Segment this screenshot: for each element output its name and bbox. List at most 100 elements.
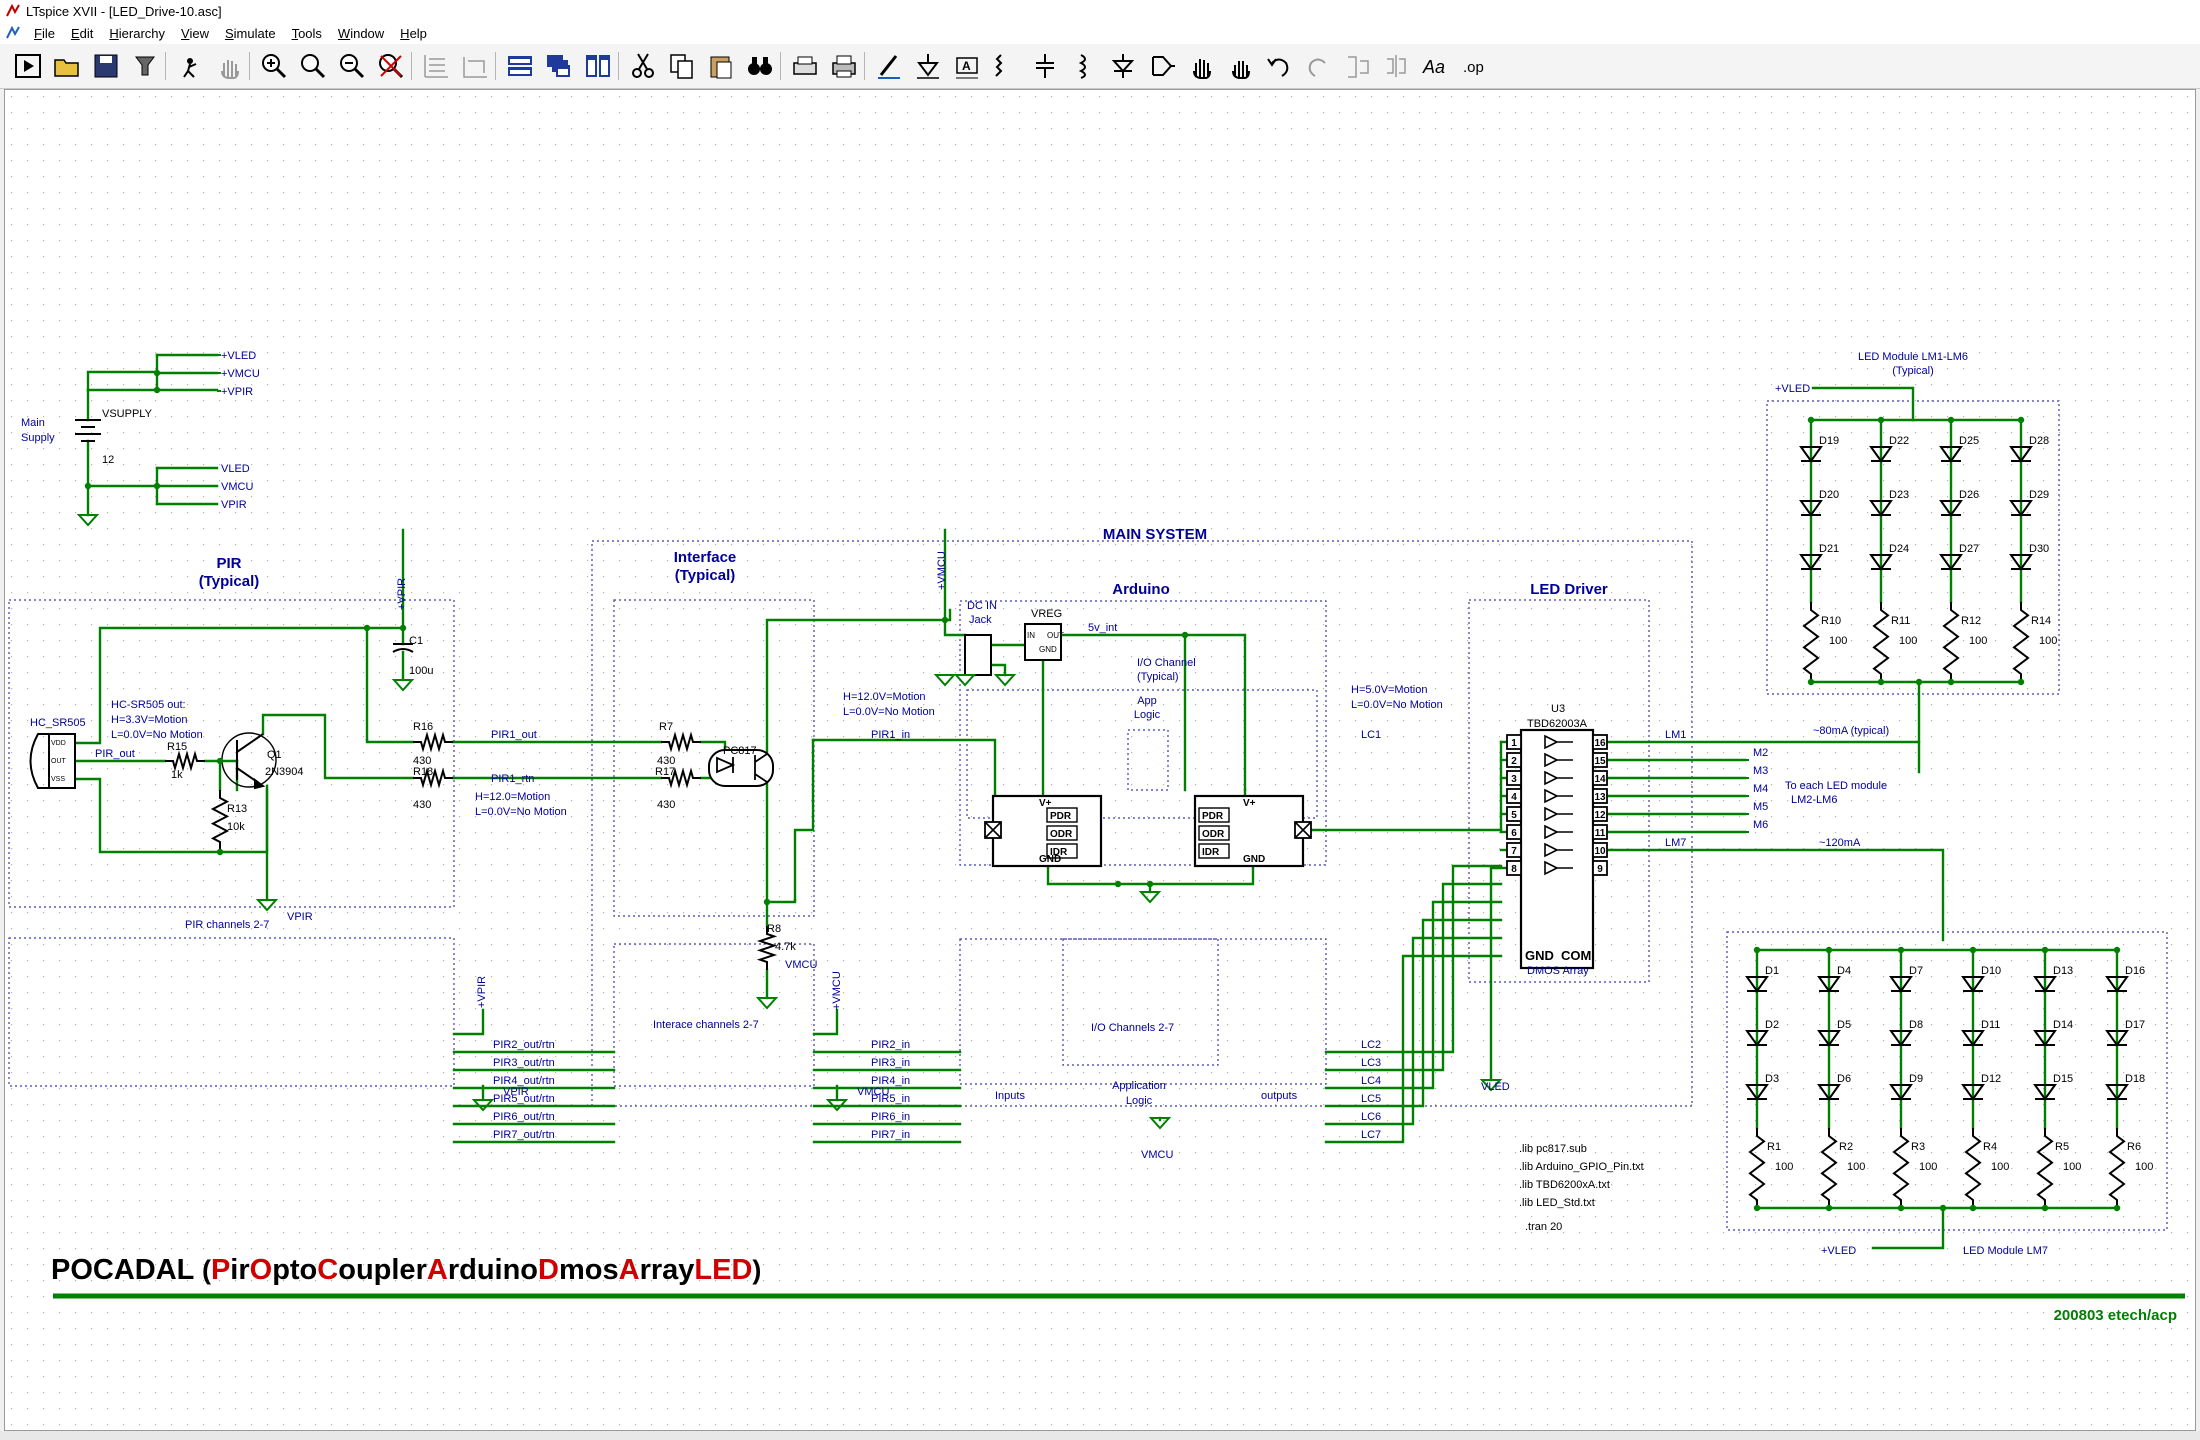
resistor-symbol[interactable] — [2012, 602, 2030, 682]
mirror-button[interactable] — [1380, 50, 1412, 82]
wire[interactable] — [73, 626, 369, 745]
draw-wire-button[interactable] — [873, 50, 905, 82]
resistor-button[interactable] — [990, 50, 1022, 82]
menu-item-5[interactable]: Tools — [284, 26, 330, 41]
ground-symbol[interactable] — [391, 679, 415, 692]
wire[interactable] — [943, 618, 967, 637]
menu-item-1[interactable]: Edit — [63, 26, 101, 41]
wire[interactable] — [1811, 386, 1915, 422]
schematic-drawing[interactable]: MainSupplyVSUPPLY12+VLED+VMCU+VPIRVLEDVM… — [5, 90, 2195, 1430]
find-button[interactable] — [744, 50, 776, 82]
resistor-symbol[interactable] — [1802, 602, 1820, 682]
copy-button[interactable] — [666, 50, 698, 82]
u3-body[interactable] — [1519, 728, 1595, 970]
cascade-button[interactable] — [543, 50, 575, 82]
resistor-symbol[interactable] — [1872, 602, 1890, 682]
wire[interactable] — [812, 1008, 839, 1036]
open-button[interactable] — [51, 50, 83, 82]
pc817-body[interactable] — [708, 749, 774, 787]
diode-symbol[interactable] — [1817, 976, 1841, 993]
wire[interactable] — [1605, 848, 1945, 942]
resistor-symbol[interactable] — [756, 926, 778, 970]
u3-pin-out[interactable] — [1592, 860, 1608, 876]
diode-symbol[interactable] — [1961, 1030, 1985, 1047]
ground-symbol[interactable] — [76, 514, 100, 527]
resistor-symbol[interactable] — [661, 731, 701, 753]
wire[interactable] — [1059, 633, 1247, 792]
u3-pin-in[interactable] — [1506, 770, 1522, 786]
ground-symbol[interactable] — [933, 674, 957, 687]
ground-symbol[interactable] — [953, 674, 977, 687]
u3-pin-out[interactable] — [1592, 824, 1608, 840]
resistor-symbol[interactable] — [1892, 1128, 1910, 1208]
diode-symbol[interactable] — [1745, 1030, 1769, 1047]
u3-pin-out[interactable] — [1592, 842, 1608, 858]
resistor-symbol[interactable] — [2108, 1128, 2126, 1208]
u3-pin-in[interactable] — [1506, 806, 1522, 822]
u3-pin-in[interactable] — [1506, 788, 1522, 804]
tile-vertical-button[interactable] — [582, 50, 614, 82]
undo-button[interactable] — [1263, 50, 1295, 82]
label-net-button[interactable]: A — [951, 50, 983, 82]
control-panel-button[interactable] — [129, 50, 161, 82]
redo-button[interactable] — [1302, 50, 1334, 82]
ground-symbol[interactable] — [1479, 1079, 1503, 1092]
wire[interactable] — [793, 738, 815, 902]
wire[interactable] — [765, 608, 952, 756]
paste-button[interactable] — [705, 50, 737, 82]
print-button[interactable] — [828, 50, 860, 82]
resistor-symbol[interactable] — [165, 750, 205, 772]
resistor-symbol[interactable] — [1942, 602, 1960, 682]
wire[interactable] — [1324, 918, 1503, 1108]
diode-symbol[interactable] — [1869, 446, 1893, 463]
diode-symbol[interactable] — [1961, 1084, 1985, 1101]
move-button[interactable] — [1185, 50, 1217, 82]
ground-symbol[interactable] — [755, 997, 779, 1010]
diode-symbol[interactable] — [2033, 1030, 2057, 1047]
wire[interactable] — [1489, 866, 1509, 1082]
wire[interactable] — [1324, 900, 1503, 1090]
component-button[interactable] — [1146, 50, 1178, 82]
wire[interactable] — [1324, 936, 1503, 1126]
diode-button[interactable] — [1107, 50, 1139, 82]
menu-item-3[interactable]: View — [173, 26, 217, 41]
diode-symbol[interactable] — [1799, 500, 1823, 517]
ground-button[interactable] — [912, 50, 944, 82]
u3-pin-out[interactable] — [1592, 734, 1608, 750]
wire[interactable] — [452, 1008, 485, 1036]
ground-symbol[interactable] — [993, 674, 1017, 687]
pc817-transistor[interactable] — [754, 753, 768, 783]
ground-symbol[interactable] — [1138, 891, 1162, 904]
diode-symbol[interactable] — [1745, 1084, 1769, 1101]
drag-button[interactable] — [1224, 50, 1256, 82]
resistor-symbol[interactable] — [661, 767, 701, 789]
u3-pin-in[interactable] — [1506, 752, 1522, 768]
u3-pin-in[interactable] — [1506, 734, 1522, 750]
diode-symbol[interactable] — [1961, 976, 1985, 993]
diode-symbol[interactable] — [2105, 976, 2129, 993]
menu-item-0[interactable]: File — [26, 26, 63, 41]
capacitor-button[interactable] — [1029, 50, 1061, 82]
diode-symbol[interactable] — [2033, 976, 2057, 993]
u3-pin-in[interactable] — [1506, 824, 1522, 840]
diode-symbol[interactable] — [1799, 446, 1823, 463]
pir-sensor-body[interactable] — [48, 733, 76, 789]
diode-symbol[interactable] — [2033, 1084, 2057, 1101]
resistor-symbol[interactable] — [210, 790, 230, 850]
ground-symbol[interactable] — [471, 1099, 495, 1112]
diode-symbol[interactable] — [1869, 554, 1893, 571]
diode-symbol[interactable] — [1745, 976, 1769, 993]
diode-symbol[interactable] — [1939, 446, 1963, 463]
wire[interactable] — [1324, 882, 1503, 1072]
diode-symbol[interactable] — [1869, 500, 1893, 517]
menu-item-6[interactable]: Window — [330, 26, 392, 41]
pc817-led[interactable] — [716, 756, 736, 774]
ground-symbol[interactable] — [825, 1099, 849, 1112]
diode-symbol[interactable] — [1817, 1084, 1841, 1101]
autorange-button[interactable] — [420, 50, 452, 82]
diode-symbol[interactable] — [2105, 1030, 2129, 1047]
menu-item-4[interactable]: Simulate — [217, 26, 284, 41]
zoom-in-button[interactable] — [258, 50, 290, 82]
u3-pin-out[interactable] — [1592, 788, 1608, 804]
